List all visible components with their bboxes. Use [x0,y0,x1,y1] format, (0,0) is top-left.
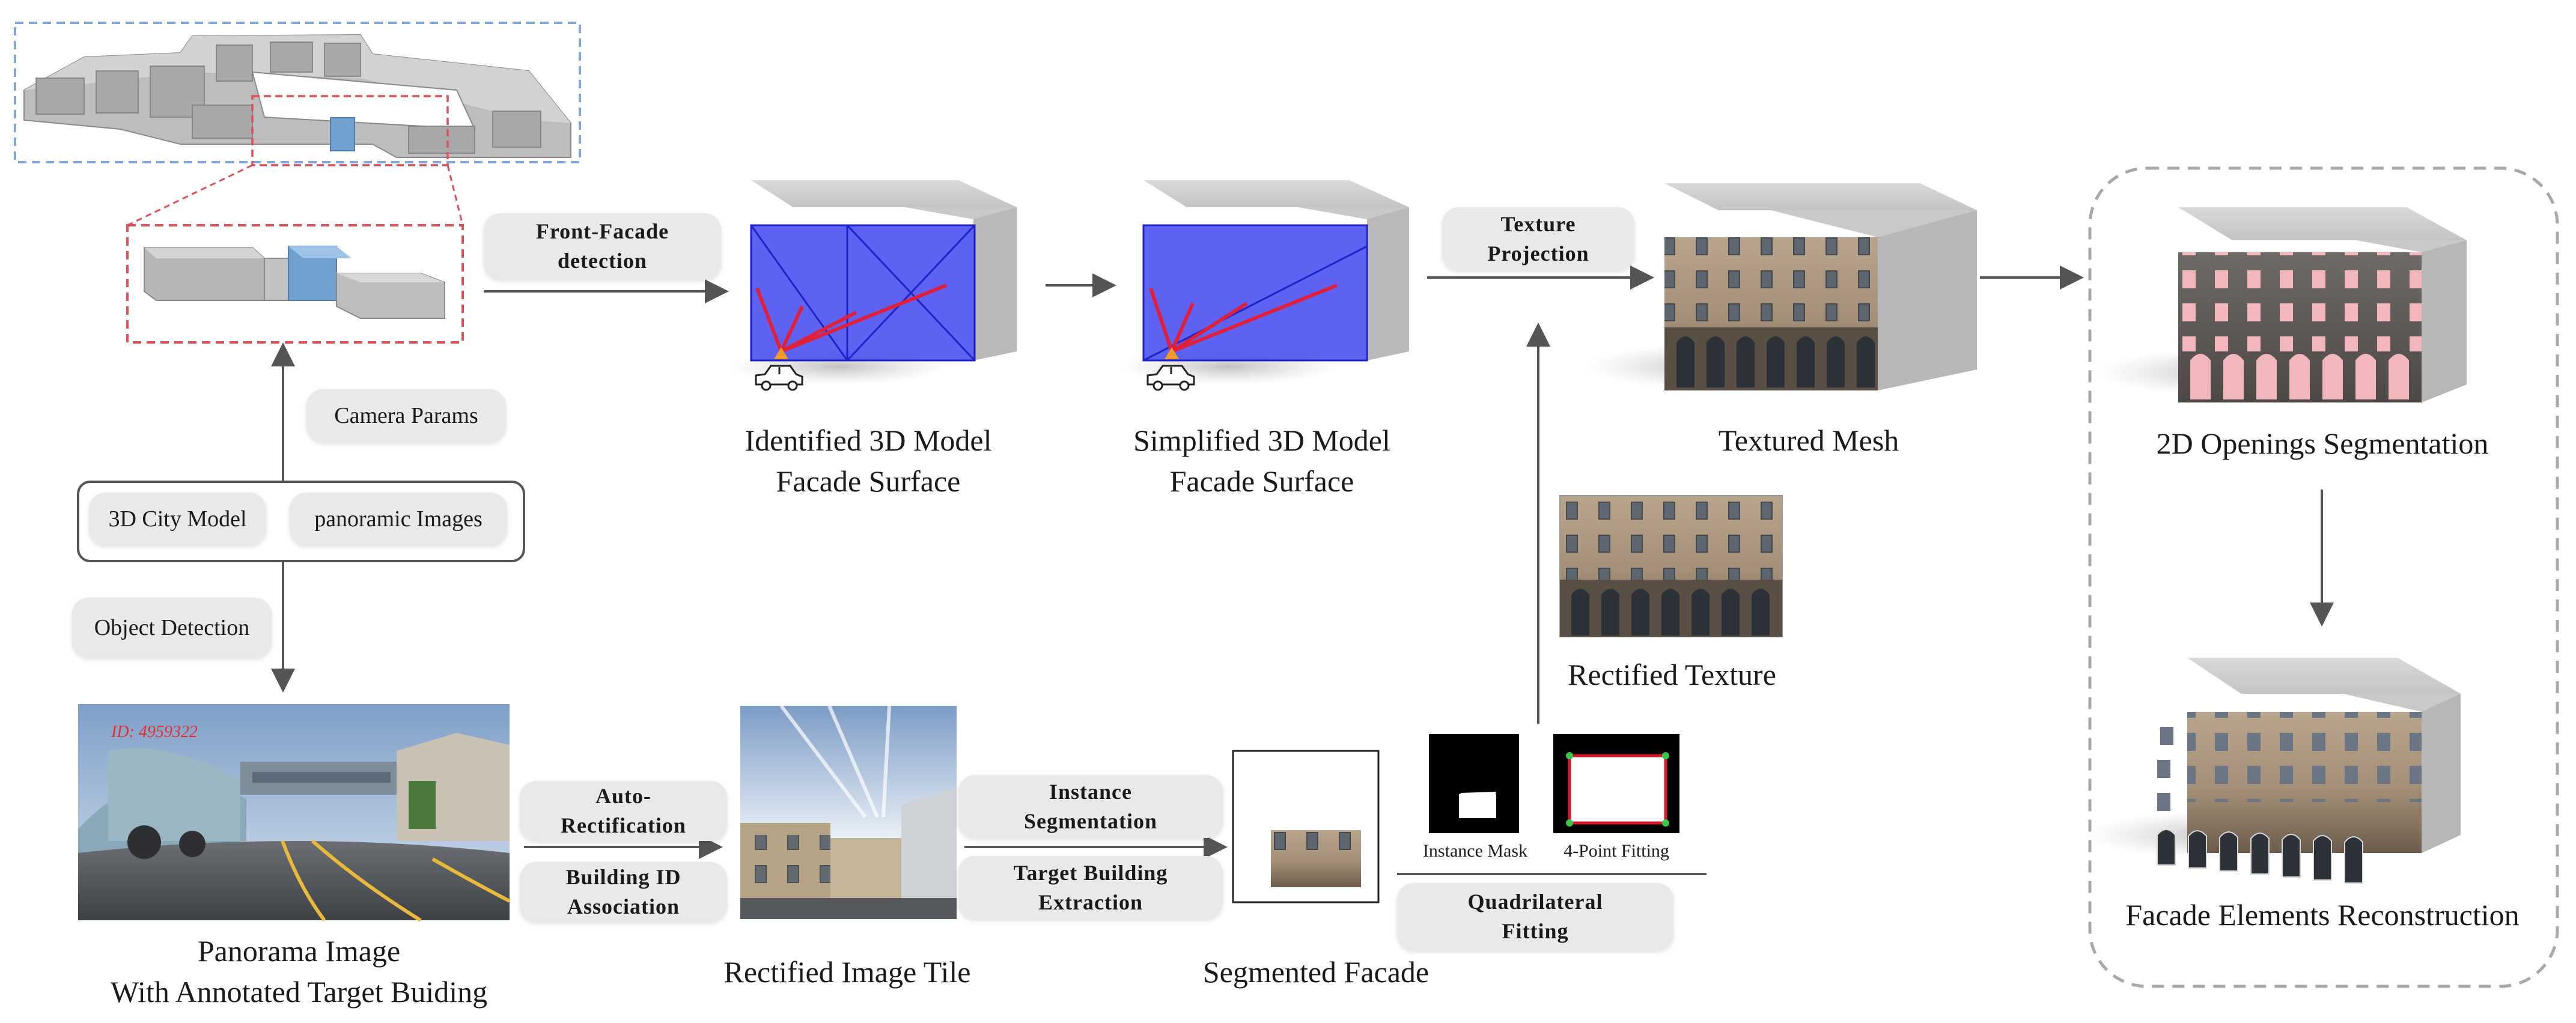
quadrilateral-fitting-label: Quadrilateral Fitting [1397,883,1673,950]
four-point-fitting-image [1553,734,1679,833]
simplified-facade-caption: Simplified 3D Model Facade Surface [1133,423,1390,498]
rectified-tile-caption: Rectified Image Tile [723,955,971,989]
reconstruction-group-frame [2088,166,2559,988]
front-facade-detection-label: Front-Facade detection [484,213,721,279]
identified-facade-model [730,180,1017,384]
city-model-overview [14,22,581,226]
panorama-caption: Panorama Image With Annotated Target Bui… [110,934,488,1009]
panoramic-images-input: panoramic Images [290,493,507,545]
car-icon [755,365,803,391]
facade-elements-caption: Facade Elements Reconstruction [2125,898,2520,932]
openings-segmentation-caption: 2D Openings Segmentation [2156,427,2489,460]
segmented-facade-caption: Segmented Facade [1202,955,1430,989]
car-icon [1146,365,1195,391]
instance-mask-image [1429,734,1519,833]
identified-facade-caption: Identified 3D Model Facade Surface [744,423,992,498]
panorama-image [78,704,511,922]
simplified-facade-model [1121,180,1409,384]
rectified-tile-image [740,705,957,919]
four-point-fitting-caption: 4-Point Fitting [1564,841,1669,861]
city-model-input: 3D City Model [89,493,266,545]
instance-mask-caption: Instance Mask [1422,841,1528,861]
instance-segmentation-label: Instance Segmentation [958,775,1223,838]
target-building-extraction-label: Target Building Extraction [958,856,1223,919]
zoomed-model [126,224,464,344]
auto-rectification-label: Auto- Rectification [520,781,727,841]
textured-mesh-model [1586,183,1977,390]
textured-mesh-caption: Textured Mesh [1718,423,1899,457]
camera-params-label: Camera Params [306,389,506,442]
segmented-facade-image [1232,750,1380,903]
target-id-label: ID: 4959322 [111,723,198,741]
input-data-box [77,481,525,562]
object-detection-label: Object Detection [72,598,272,658]
openings-segmentation-model [2097,207,2467,402]
texture-projection-label: Texture Projection [1442,207,1634,270]
building-id-association-label: Building ID Association [520,862,727,922]
rectified-texture-caption: Rectified Texture [1568,658,1776,691]
city-frame [14,22,581,163]
flow-arrows [271,266,2334,875]
facade-elements-model [2085,658,2461,884]
rectified-texture-image [1559,495,1783,637]
city-zoom-box [251,95,449,166]
